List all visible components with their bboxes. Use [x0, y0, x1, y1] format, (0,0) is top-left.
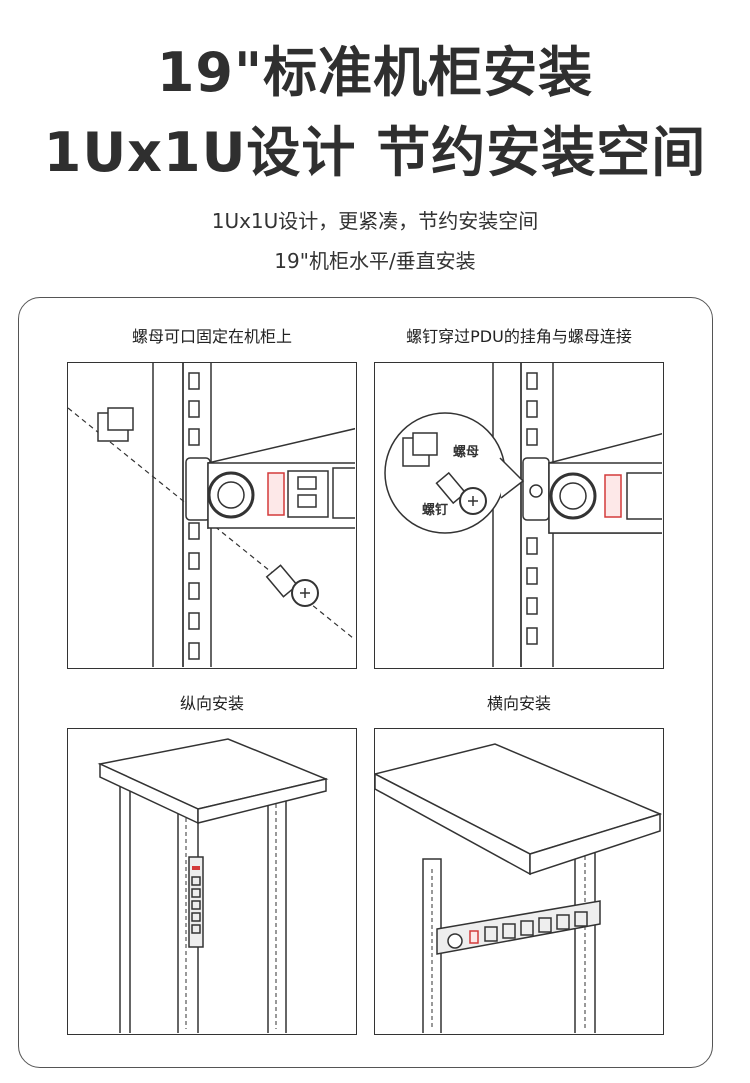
panel-label-nut: 螺母可口固定在机柜上	[131, 327, 292, 346]
callout-nut-label: 螺母	[453, 445, 480, 460]
subtitle-line-1: 1Ux1U设计，更紧凑，节约安装空间	[211, 209, 539, 233]
subtitle-line-2: 19"机柜水平/垂直安装	[274, 249, 476, 273]
panel-label-screw: 螺钉穿过PDU的挂角与螺母连接	[406, 327, 632, 346]
title-line-2: 1Ux1U设计 节约安装空间	[43, 121, 707, 184]
pdu-body	[207, 427, 355, 530]
screw-icon	[435, 471, 487, 515]
panel-label-horizontal: 横向安装	[486, 694, 551, 713]
horizontal-pdu	[436, 900, 601, 955]
nut-installation-illustration	[67, 362, 357, 669]
nut-icon	[97, 407, 134, 442]
nut-icon	[402, 432, 438, 467]
horizontal-installation-illustration	[374, 728, 664, 1035]
screw-installation-illustration: 螺母 螺钉	[374, 362, 664, 669]
illustration-frame	[18, 297, 713, 1068]
callout-magnifier	[384, 412, 525, 534]
vertical-installation-illustration	[67, 728, 357, 1035]
title-line-1: 19"标准机柜安装	[156, 41, 594, 104]
vertical-pdu	[188, 856, 204, 948]
callout-screw-label: 螺钉	[422, 503, 449, 518]
screw-icon	[265, 564, 319, 607]
rack-holes	[188, 372, 200, 660]
panel-label-vertical: 纵向安装	[179, 694, 244, 713]
